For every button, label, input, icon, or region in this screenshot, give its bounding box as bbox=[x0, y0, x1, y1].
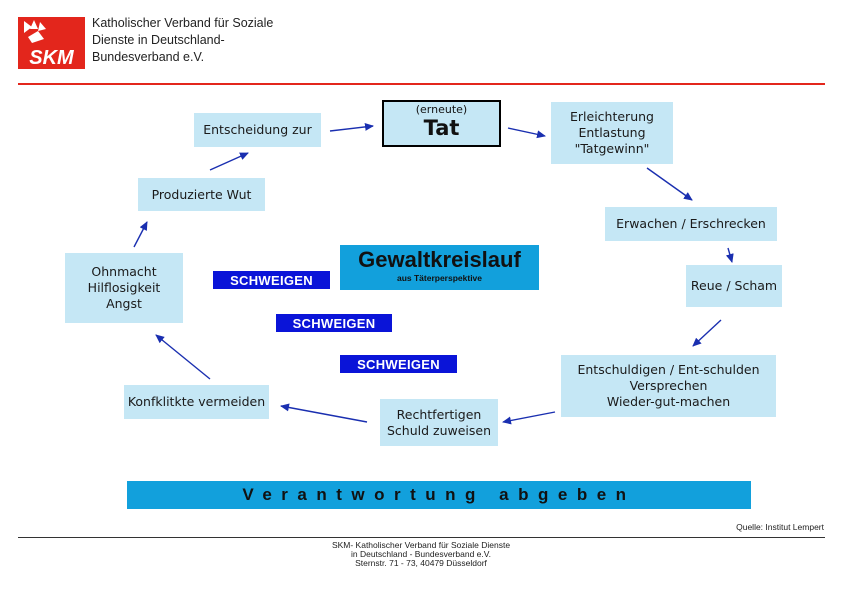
node-tat: (erneute) Tat bbox=[382, 100, 501, 147]
node-konflikte: Konfklitkte vermeiden bbox=[124, 385, 269, 419]
node-line: Erwachen / Erschrecken bbox=[616, 216, 766, 231]
source-note: Quelle: Institut Lempert bbox=[736, 522, 824, 532]
header-divider bbox=[18, 83, 825, 85]
arrow-wut-to-entscheidung bbox=[209, 152, 249, 171]
skm-logo: SKM bbox=[18, 17, 85, 69]
footer-line: Sternstr. 71 - 73, 40479 Düsseldorf bbox=[355, 558, 487, 568]
arrow-ohnmacht-to-wut bbox=[133, 221, 148, 248]
node-line: Entscheidung zur bbox=[203, 122, 312, 137]
node-line: Produzierte Wut bbox=[151, 186, 252, 202]
node-line: Entlastung bbox=[578, 125, 646, 140]
node-erwachen: Erwachen / Erschrecken bbox=[605, 207, 777, 241]
node-erleichterung: Erleichterung Entlastung "Tatgewinn" bbox=[551, 102, 673, 164]
footer-divider bbox=[18, 537, 825, 538]
node-line: Konfklitkte vermeiden bbox=[127, 394, 266, 409]
schweigen-label: SCHWEIGEN bbox=[213, 271, 330, 289]
tat-label: Tat bbox=[423, 116, 460, 140]
schweigen-label: SCHWEIGEN bbox=[340, 355, 457, 373]
arrow-erleichterung-to-erwachen bbox=[646, 167, 693, 201]
diagram-title: Gewaltkreislauf bbox=[358, 247, 521, 272]
organization-name: Katholischer Verband für Soziale Dienste… bbox=[92, 15, 273, 66]
arrow-rechtfertigen-to-konflikte bbox=[280, 403, 368, 423]
node-reue: Reue / Scham bbox=[686, 265, 782, 307]
node-line: Entschuldigen / Ent-schulden bbox=[577, 362, 760, 377]
node-rechtfertigen: Rechtfertigen Schuld zuweisen bbox=[380, 399, 498, 446]
node-line: Reue / Scham bbox=[690, 278, 778, 293]
node-entscheidung: Entscheidung zur bbox=[194, 113, 321, 147]
arrow-erwachen-to-reue bbox=[725, 247, 734, 263]
diagram-subtitle: aus Täterperspektive bbox=[396, 273, 483, 283]
node-line: Erleichterung bbox=[570, 109, 654, 124]
node-entschuldigen: Entschuldigen / Ent-schulden Versprechen… bbox=[561, 355, 776, 417]
arrow-konflikte-to-ohnmacht bbox=[155, 334, 211, 380]
node-line: "Tatgewinn" bbox=[574, 141, 650, 156]
arrow-entschuldigen-to-rechtfertigen bbox=[502, 411, 556, 425]
arrow-tat-to-erleichterung bbox=[507, 127, 546, 139]
logo-text: SKM bbox=[29, 47, 75, 69]
node-wut: Produzierte Wut bbox=[138, 178, 265, 211]
schweigen-label: SCHWEIGEN bbox=[276, 314, 392, 332]
node-line: Hilflosigkeit bbox=[87, 280, 161, 295]
footer-line: SKM- Katholischer Verband für Soziale Di… bbox=[331, 540, 511, 550]
node-line: Angst bbox=[106, 296, 142, 311]
node-line: Versprechen bbox=[629, 378, 708, 393]
footer-line: in Deutschland - Bundesverband e.V. bbox=[350, 549, 492, 559]
node-line: Schuld zuweisen bbox=[386, 422, 492, 438]
arrow-entscheidung-to-tat bbox=[329, 122, 374, 132]
node-line: Wieder-gut-machen bbox=[606, 394, 731, 409]
org-line: Dienste in Deutschland- bbox=[92, 33, 225, 47]
org-line: Bundesverband e.V. bbox=[92, 50, 205, 64]
banner-verantwortung: Verantwortung abgeben bbox=[127, 481, 751, 509]
org-line: Katholischer Verband für Soziale bbox=[92, 16, 274, 30]
node-line: Ohnmacht bbox=[91, 264, 157, 279]
tat-prefix: (erneute) bbox=[415, 103, 468, 116]
node-line: Rechtfertigen bbox=[396, 406, 482, 422]
arrow-reue-to-entschuldigen bbox=[692, 319, 722, 347]
footer-address: SKM- Katholischer Verband für Soziale Di… bbox=[271, 541, 571, 568]
diagram-title-box: Gewaltkreislauf aus Täterperspektive bbox=[340, 245, 539, 290]
node-ohnmacht: Ohnmacht Hilflosigkeit Angst bbox=[65, 253, 183, 323]
